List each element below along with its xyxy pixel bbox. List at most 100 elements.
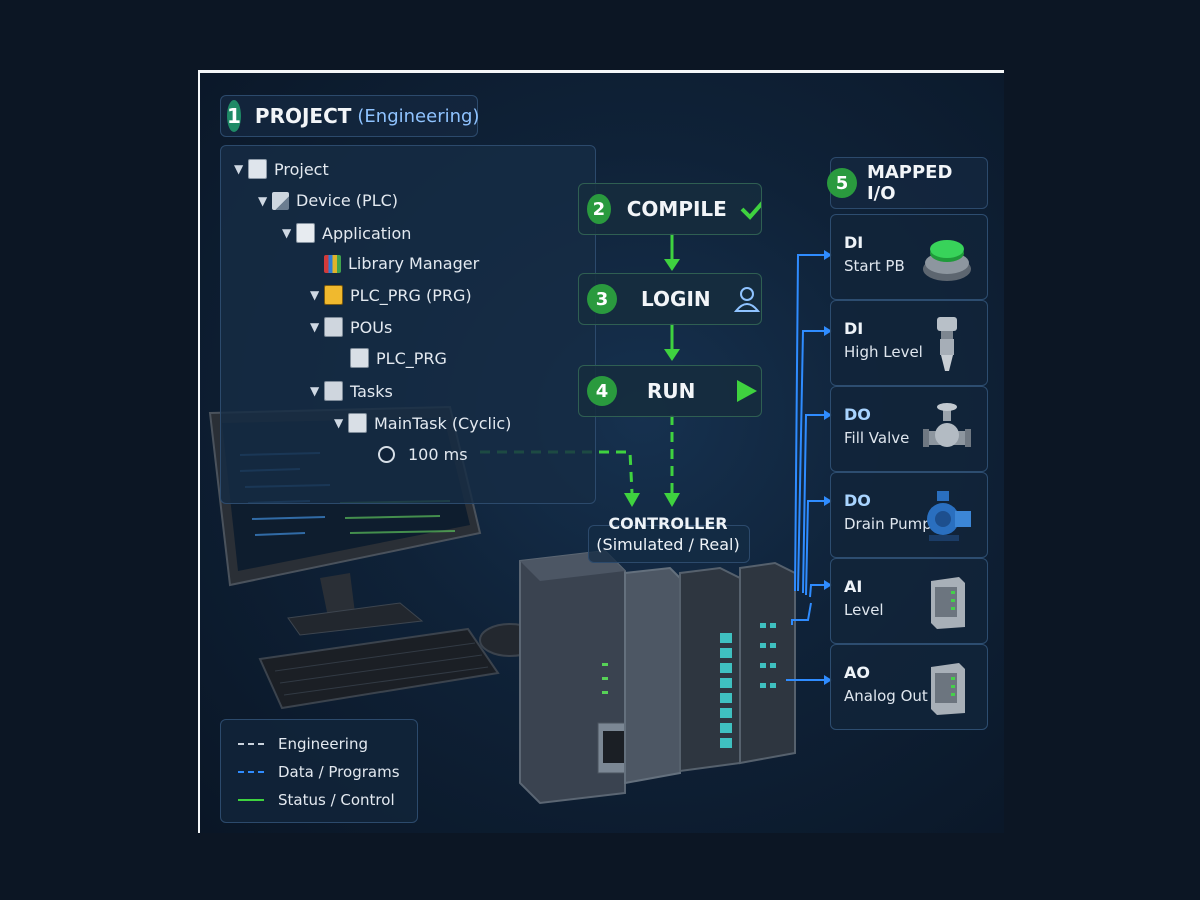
io-label: Start PB <box>844 257 905 275</box>
controller-title: CONTROLLER <box>608 514 728 533</box>
task-icon <box>348 413 367 433</box>
program-icon <box>324 285 343 305</box>
io-type: DO <box>844 491 871 510</box>
controller-label-box <box>588 525 750 563</box>
play-icon <box>737 380 758 402</box>
io-type: DI <box>844 319 864 338</box>
diagram-canvas: 1 PROJECT (Engineering) ▼ Project ▼ Devi… <box>198 70 1004 833</box>
io-type: DI <box>844 233 864 252</box>
status-control-arrowheads <box>624 259 680 507</box>
tree-item-label: MainTask (Cyclic) <box>374 413 512 433</box>
push-button-icon <box>923 240 971 281</box>
tree-item-maintask[interactable]: ▼ MainTask (Cyclic) <box>334 413 511 433</box>
legend-label: Status / Control <box>278 791 395 809</box>
login-step[interactable]: 3 LOGIN <box>578 273 762 325</box>
io-card-fill-valve[interactable]: DO Fill Valve <box>830 386 988 472</box>
run-label: RUN <box>647 379 696 403</box>
legend-label: Engineering <box>278 735 368 753</box>
diagram-graphics <box>208 233 832 805</box>
io-card-high-level[interactable]: DI High Level <box>830 300 988 386</box>
project-icon <box>248 159 267 179</box>
tree-item-label: Application <box>322 223 412 243</box>
check-icon <box>740 201 761 220</box>
status-control-connectors <box>480 233 674 494</box>
level-sensor-icon <box>937 317 957 371</box>
tree-item-project[interactable]: ▼ Project <box>234 159 329 179</box>
io-label: Analog Out <box>844 687 928 705</box>
user-icon <box>733 287 760 312</box>
document-icon <box>350 348 369 368</box>
keyboard <box>258 627 500 710</box>
io-type: AI <box>844 577 863 596</box>
mapped-io-title: MAPPED I/O <box>866 162 953 204</box>
legend-item-status-control: Status / Control <box>238 791 395 809</box>
tree-item-application[interactable]: ▼ Application <box>282 223 411 243</box>
tree-item-label: PLC_PRG (PRG) <box>350 285 472 305</box>
tree-item-library-manager[interactable]: Library Manager <box>310 254 479 273</box>
tree-item-label: Library Manager <box>348 254 480 273</box>
tasks-icon <box>324 381 343 401</box>
chevron-down-icon[interactable]: ▼ <box>234 162 244 176</box>
chevron-down-icon[interactable]: ▼ <box>310 320 320 334</box>
chevron-down-icon[interactable]: ▼ <box>282 226 292 240</box>
login-label: LOGIN <box>641 287 711 311</box>
chevron-down-icon[interactable]: ▼ <box>310 384 320 398</box>
io-label: High Level <box>844 343 923 361</box>
project-title: PROJECT <box>254 104 352 128</box>
application-icon <box>296 223 315 243</box>
data-arrowheads <box>824 250 832 685</box>
legend-swatch <box>238 743 264 745</box>
clock-icon <box>378 446 395 463</box>
step-number-badge: 5 <box>827 168 857 198</box>
step-number-badge: 2 <box>587 194 611 224</box>
valve-icon <box>923 403 971 447</box>
tree-item-label: 100 ms <box>408 445 468 464</box>
tree-item-tasks[interactable]: ▼ Tasks <box>310 381 393 401</box>
io-label: Fill Valve <box>844 429 910 447</box>
io-module-icon <box>931 663 965 715</box>
controller-label: CONTROLLER (Simulated / Real) <box>580 513 756 555</box>
io-type: DO <box>844 405 871 424</box>
step-number-badge: 4 <box>587 376 617 406</box>
step-number-badge: 3 <box>587 284 617 314</box>
project-subtitle: (Engineering) <box>357 105 480 127</box>
tree-item-label: Project <box>274 159 329 179</box>
legend-swatch <box>238 799 264 801</box>
compile-step[interactable]: 2 COMPILE <box>578 183 762 235</box>
io-type: AO <box>844 663 870 682</box>
io-label: Level <box>844 601 884 619</box>
tree-item-pous[interactable]: ▼ POUs <box>310 317 392 337</box>
library-icon <box>324 254 341 273</box>
io-card-level[interactable]: AI Level <box>830 558 988 644</box>
tree-item-label: POUs <box>350 317 393 337</box>
tree-item-label: Device (PLC) <box>296 191 399 210</box>
compile-label: COMPILE <box>626 197 727 221</box>
chevron-down-icon[interactable]: ▼ <box>310 288 320 302</box>
io-card-drain-pump[interactable]: DO Drain Pump <box>830 472 988 558</box>
step-number-badge: 1 <box>227 100 241 132</box>
controller-hardware <box>519 549 796 805</box>
tree-item-plc-prg-pou[interactable]: PLC_PRG <box>336 348 447 368</box>
io-card-analog-out[interactable]: AO Analog Out <box>830 644 988 730</box>
io-module-icon <box>931 577 965 629</box>
tree-item-label: Tasks <box>350 381 393 401</box>
io-label: Drain Pump <box>844 515 932 533</box>
tree-item-device[interactable]: ▼ Device (PLC) <box>258 191 398 210</box>
tree-item-plc-prg[interactable]: ▼ PLC_PRG (PRG) <box>310 285 472 305</box>
legend-swatch <box>238 771 264 773</box>
tree-item-cycle-time[interactable]: 100 ms <box>364 445 468 464</box>
mapped-io-header: 5 MAPPED I/O <box>827 157 988 209</box>
legend-label: Data / Programs <box>278 763 400 781</box>
device-icon <box>272 191 289 210</box>
data-connectors <box>786 254 828 681</box>
chevron-down-icon[interactable]: ▼ <box>258 193 268 208</box>
io-card-start-pb[interactable]: DI Start PB <box>830 214 988 300</box>
run-step[interactable]: 4 RUN <box>578 365 762 417</box>
pous-icon <box>324 317 343 337</box>
legend-item-data-programs: Data / Programs <box>238 763 400 781</box>
pump-icon <box>927 491 971 541</box>
chevron-down-icon[interactable]: ▼ <box>334 416 344 430</box>
controller-subtitle: (Simulated / Real) <box>596 535 740 554</box>
project-header: 1 PROJECT (Engineering) <box>220 95 480 137</box>
legend-item-engineering: Engineering <box>238 735 368 753</box>
